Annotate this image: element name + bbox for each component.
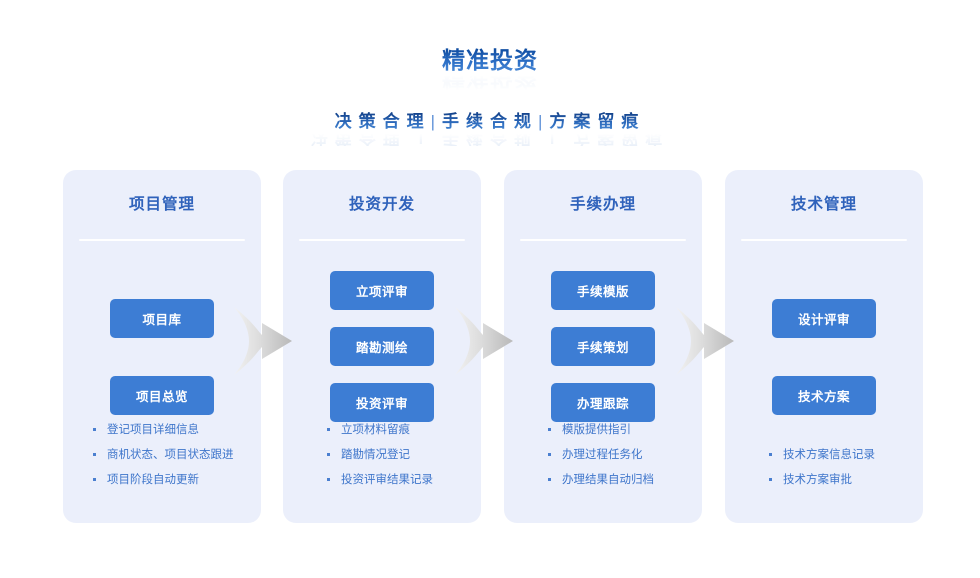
stage-card-technical-management[interactable]: 技术管理 设计评审 技术方案 技术方案信息记录 技术方案审批: [725, 170, 923, 523]
arrow-right-icon: [676, 307, 734, 375]
page-title-reflection: 精准投资: [442, 74, 538, 91]
stage-card-procedure-handling[interactable]: 手续办理 手续模版 手续策划 办理跟踪 模版提供指引 办理过程任务化 办理结果自…: [504, 170, 702, 523]
bullet-text: 技术方案审批: [783, 474, 852, 486]
list-item: 投资评审结果记录: [327, 471, 481, 487]
card-title: 技术管理: [790, 196, 857, 213]
card-bullet-list: 模版提供指引 办理过程任务化 办理结果自动归档: [504, 421, 702, 487]
page-subtitle: 决策合理|手续合规|方案留痕: [335, 112, 646, 132]
page-subtitle-block: 决策合理|手续合规|方案留痕 决策合理 | 手续合规 | 方案留痕: [0, 112, 980, 158]
bullet-text: 技术方案信息记录: [783, 449, 875, 461]
card-divider: [299, 239, 465, 241]
card-button-project-library[interactable]: 项目库: [110, 299, 214, 338]
bullet-text: 项目阶段自动更新: [107, 474, 199, 486]
bullet-text: 模版提供指引: [562, 424, 631, 436]
card-divider: [741, 239, 907, 241]
bullet-dot-icon: [548, 427, 551, 431]
card-bullet-list: 技术方案信息记录 技术方案审批: [725, 446, 923, 487]
bullet-text: 投资评审结果记录: [341, 474, 433, 486]
card-divider: [79, 239, 245, 241]
list-item: 模版提供指引: [548, 421, 702, 437]
card-button-stack: 项目库 项目总览: [63, 299, 261, 415]
stage-card-project-management[interactable]: 项目管理 项目库 项目总览 登记项目详细信息 商机状态、项目状态跟进 项目阶段自…: [63, 170, 261, 523]
bullet-text: 踏勘情况登记: [341, 449, 410, 461]
stage-card-investment-development[interactable]: 投资开发 立项评审 踏勘测绘 投资评审 立项材料留痕 踏勘情况登记 投资评审结果…: [283, 170, 481, 523]
card-button-project-approval-review[interactable]: 立项评审: [330, 271, 434, 310]
bullet-text: 办理过程任务化: [562, 449, 643, 461]
card-button-procedure-template[interactable]: 手续模版: [551, 271, 655, 310]
card-button-procedure-planning[interactable]: 手续策划: [551, 327, 655, 366]
card-divider: [520, 239, 686, 241]
subtitle-separator-2: |: [538, 112, 550, 131]
list-item: 技术方案信息记录: [769, 446, 923, 462]
card-button-handling-tracking[interactable]: 办理跟踪: [551, 383, 655, 422]
list-item: 登记项目详细信息: [93, 421, 261, 437]
arrow-right-icon: [234, 307, 292, 375]
card-button-stack: 手续模版 手续策划 办理跟踪: [504, 271, 702, 422]
page-title-block: 精准投资 精准投资: [0, 47, 980, 98]
bullet-dot-icon: [93, 452, 96, 456]
bullet-dot-icon: [327, 477, 330, 481]
card-title: 项目管理: [128, 196, 195, 213]
bullet-text: 登记项目详细信息: [107, 424, 199, 436]
page-title: 精准投资: [442, 47, 538, 73]
bullet-dot-icon: [548, 477, 551, 481]
card-title: 手续办理: [569, 196, 636, 213]
bullet-dot-icon: [769, 477, 772, 481]
list-item: 立项材料留痕: [327, 421, 481, 437]
card-title: 投资开发: [348, 196, 415, 213]
list-item: 商机状态、项目状态跟进: [93, 446, 261, 462]
bullet-dot-icon: [769, 452, 772, 456]
bullet-dot-icon: [327, 452, 330, 456]
card-button-investment-review[interactable]: 投资评审: [330, 383, 434, 422]
process-flow: 项目管理 项目库 项目总览 登记项目详细信息 商机状态、项目状态跟进 项目阶段自…: [0, 170, 980, 524]
card-button-technical-plan[interactable]: 技术方案: [772, 376, 876, 415]
page-subtitle-reflection: 决策合理 | 手续合规 | 方案留痕: [310, 133, 670, 146]
bullet-dot-icon: [93, 427, 96, 431]
subtitle-part-1: 决策合理: [334, 112, 431, 131]
card-button-design-review[interactable]: 设计评审: [772, 299, 876, 338]
bullet-dot-icon: [548, 452, 551, 456]
bullet-dot-icon: [93, 477, 96, 481]
bullet-text: 立项材料留痕: [341, 424, 410, 436]
list-item: 踏勘情况登记: [327, 446, 481, 462]
subtitle-part-3: 方案留痕: [549, 112, 646, 131]
card-bullet-list: 立项材料留痕 踏勘情况登记 投资评审结果记录: [283, 421, 481, 487]
arrow-right-icon: [455, 307, 513, 375]
subtitle-part-2: 手续合规: [442, 112, 538, 131]
list-item: 办理结果自动归档: [548, 471, 702, 487]
bullet-text: 办理结果自动归档: [562, 474, 654, 486]
card-button-project-overview[interactable]: 项目总览: [110, 376, 214, 415]
list-item: 项目阶段自动更新: [93, 471, 261, 487]
card-button-stack: 立项评审 踏勘测绘 投资评审: [283, 271, 481, 422]
subtitle-separator-1: |: [430, 112, 442, 131]
card-button-site-survey[interactable]: 踏勘测绘: [330, 327, 434, 366]
card-button-stack: 设计评审 技术方案: [725, 299, 923, 415]
bullet-dot-icon: [327, 427, 330, 431]
list-item: 技术方案审批: [769, 471, 923, 487]
card-bullet-list: 登记项目详细信息 商机状态、项目状态跟进 项目阶段自动更新: [63, 421, 261, 487]
list-item: 办理过程任务化: [548, 446, 702, 462]
bullet-text: 商机状态、项目状态跟进: [107, 449, 234, 461]
